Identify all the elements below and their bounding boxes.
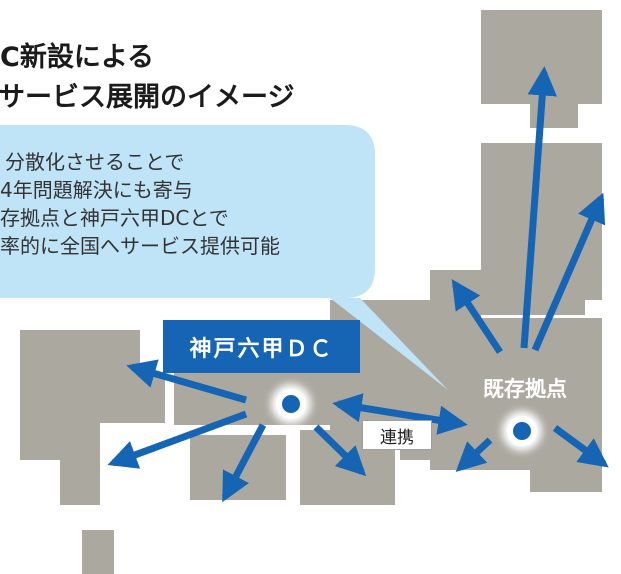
title-line-2: サービス展開のイメージ [0,82,295,113]
existing-base-point [513,422,531,440]
arrows [107,66,609,503]
arrow-to-hokkaido [520,66,557,349]
arrow-link [332,393,468,435]
arrow-to-east [552,425,609,468]
diagram-title: C新設による サービス展開のイメージ [0,38,296,118]
arrow-to-north-central [451,279,503,354]
arrow-to-southwest-far [107,410,248,469]
kobe-dc-label: 神戸六甲ＤＣ [163,320,360,373]
speech-bubble [0,125,448,390]
bubble-line-4: 率的に全国へサービス提供可能 [0,234,280,258]
bubble-line-1: 分散化させることで [5,150,185,174]
title-line-1: C新設による [0,42,155,73]
arrow-to-kinki-south [313,424,367,477]
region-kanto [430,270,602,492]
bubble-text: 分散化させることで 4年問題解決にも寄与 存拠点と神戸六甲DCとで 率的に全国へ… [0,148,280,260]
arrow-to-kyushu [126,359,247,404]
kobe-dc-point [282,395,300,413]
arrow-to-tohoku [531,192,606,352]
bubble-line-2: 4年問題解決にも寄与 [0,178,193,202]
link-label: 連携 [362,420,432,450]
existing-base-label: 既存拠点 [483,377,567,401]
arrow-to-southwest-from-base [455,437,493,473]
region-okinawa [82,530,114,574]
arrow-to-shikoku [221,423,267,503]
base-points [271,384,542,451]
bubble-line-3: 存拠点と神戸六甲DCとで [0,206,229,230]
region-kyushu [20,330,165,505]
